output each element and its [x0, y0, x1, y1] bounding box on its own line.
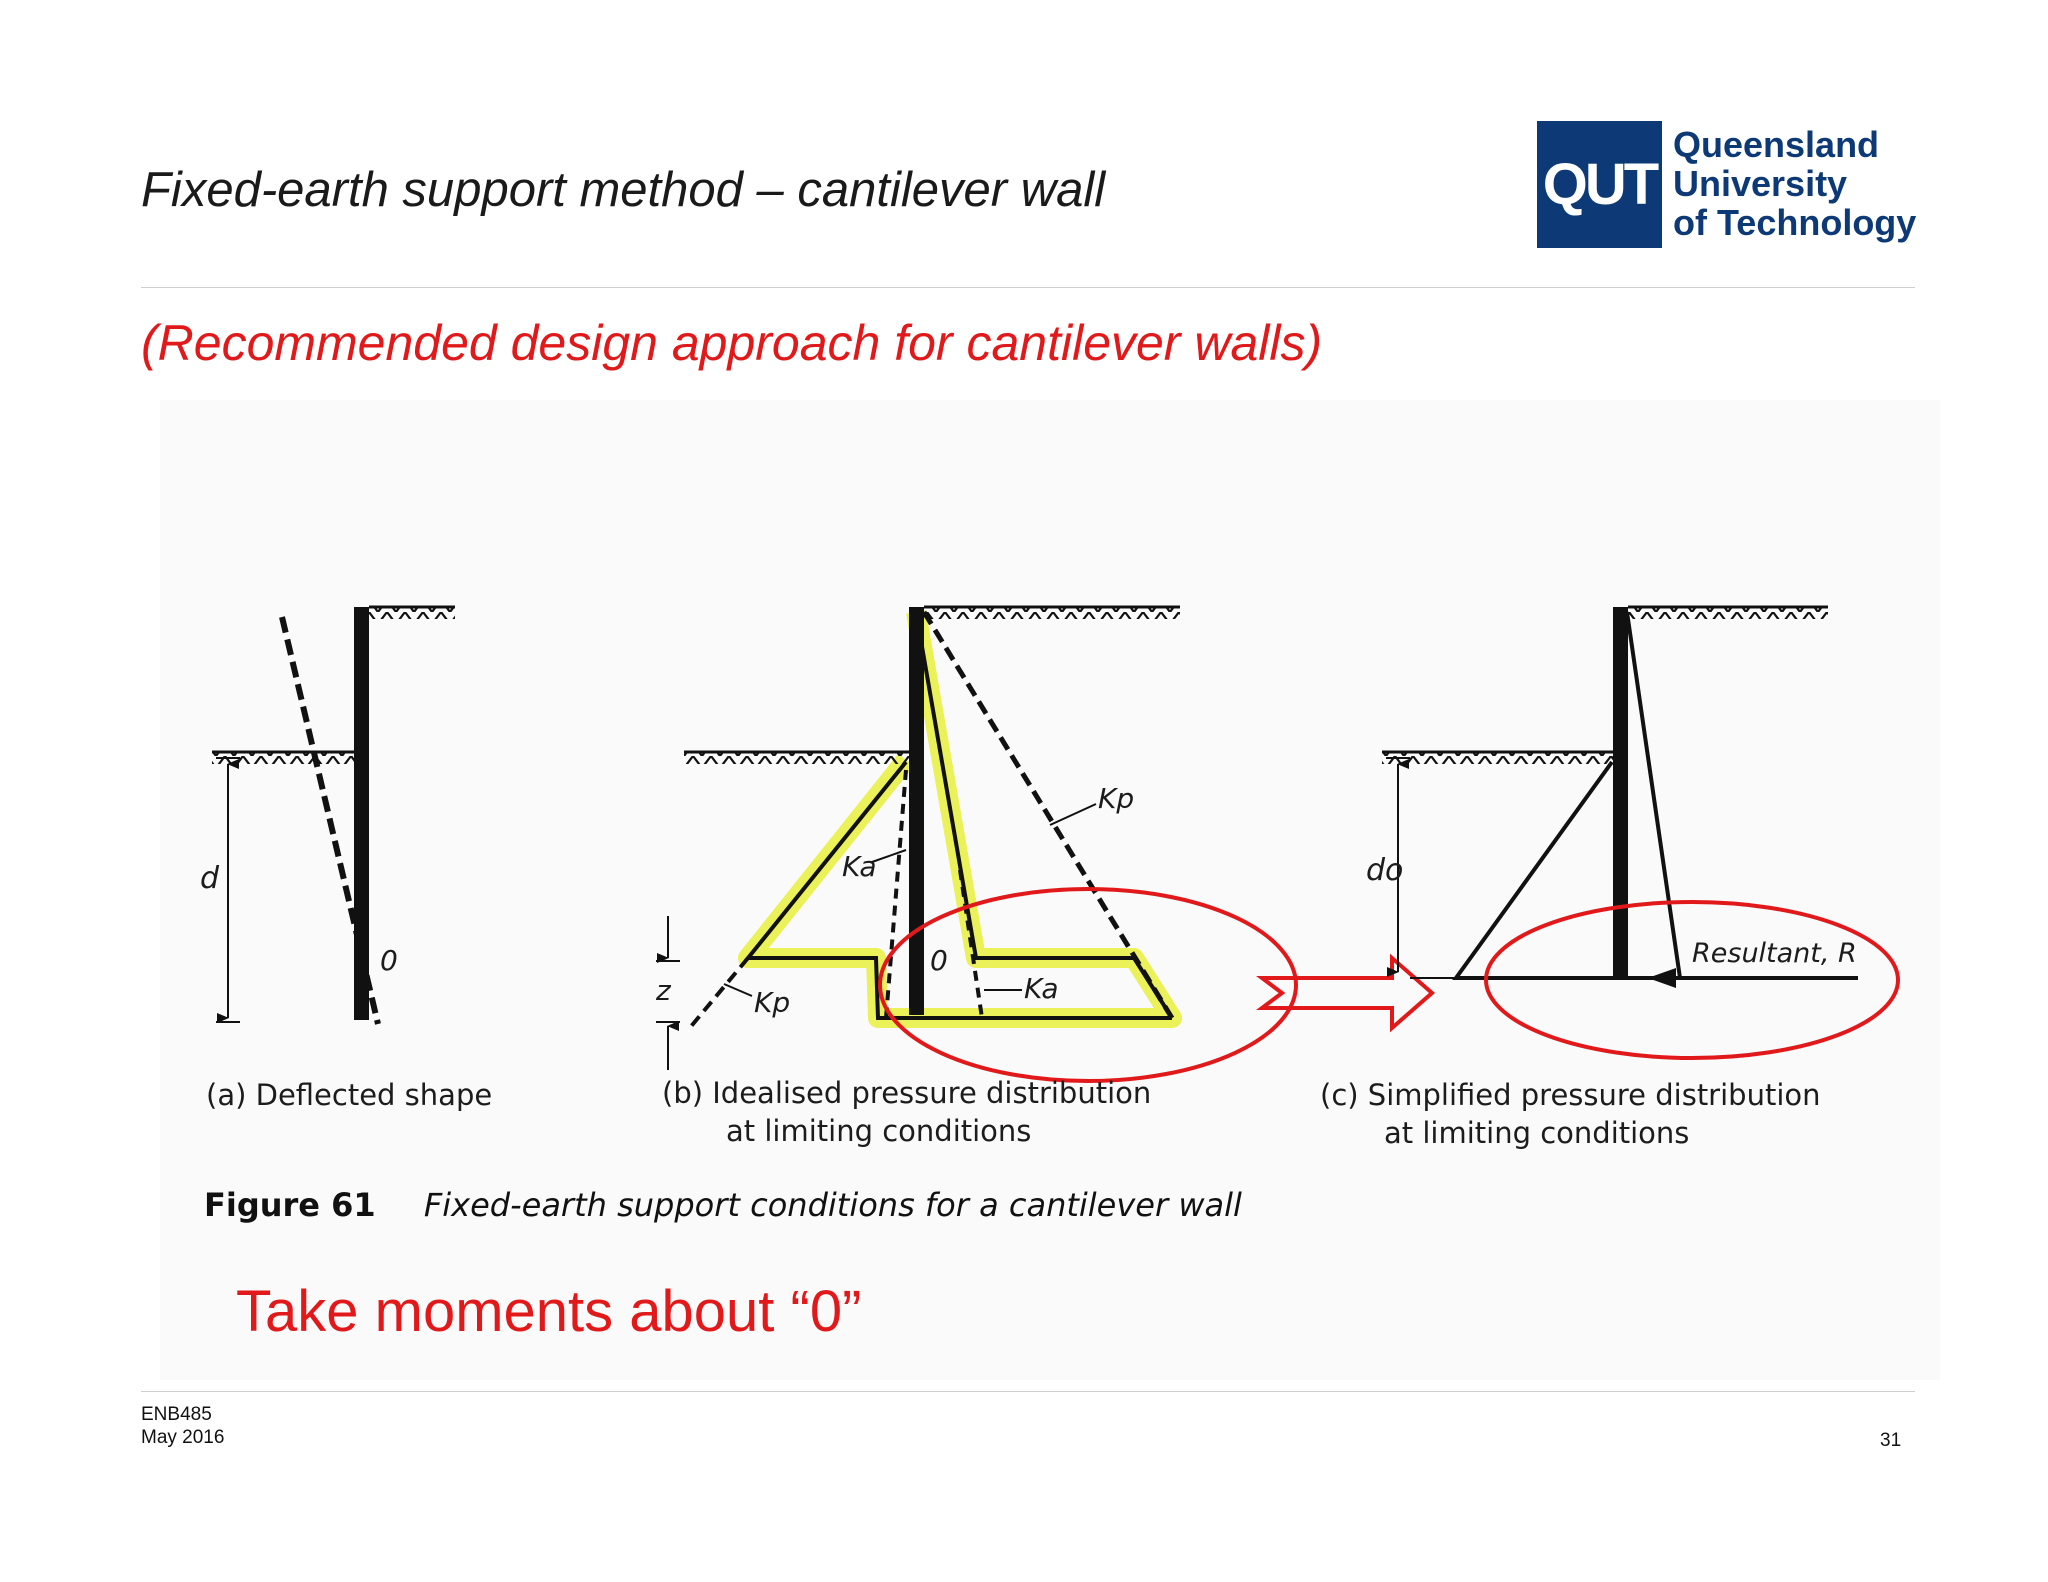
panel-b-kp-left-line	[743, 760, 1172, 1020]
panel-c-red-circle	[1484, 900, 1900, 1060]
panel-b-ka-upper-line	[914, 611, 1134, 960]
qut-logo-wordmark: Queensland University of Technology	[1673, 125, 1916, 242]
panel-b-label-kp-upper: Kp	[1098, 782, 1134, 815]
panel-b-caption-line2: at limiting conditions	[726, 1114, 1032, 1148]
panel-c-right-pressure-line	[1625, 611, 1683, 980]
panel-b-kp-upper-leader	[1049, 803, 1097, 826]
header-divider	[141, 287, 1915, 288]
qut-logo: QUT Queensland University of Technology	[1537, 121, 1937, 249]
panel-b-red-circle	[878, 887, 1298, 1083]
panel-c-wall	[1613, 607, 1628, 979]
panel-b-ground-top-hatch	[924, 607, 1180, 619]
panel-b-caption: (b) Idealised pressure distribution at l…	[662, 1074, 1151, 1150]
slide-subtitle: (Recommended design approach for cantile…	[141, 315, 1323, 371]
panel-b-label-ka-upper: Ka	[842, 850, 877, 883]
take-moments-note: Take moments about “0”	[236, 1279, 862, 1344]
panel-c-left-pressure-line	[1452, 760, 1614, 980]
panel-b-kp-lower-right-base	[1132, 956, 1174, 1020]
panel-b-ka-upper-leader	[871, 849, 907, 863]
panel-c-caption-line1: (c) Simplified pressure distribution	[1320, 1078, 1821, 1112]
panel-b-label-ka-lower: Ka	[1024, 972, 1059, 1005]
logo-line-3: of Technology	[1673, 202, 1917, 243]
logo-line-1: Queensland	[1673, 124, 1880, 165]
logo-line-2: University	[1673, 163, 1848, 204]
panel-b-caption-line1: (b) Idealised pressure distribution	[662, 1076, 1152, 1110]
page-number: 31	[1880, 1430, 1902, 1451]
figure-caption: Figure 61 Fixed-earth support conditions…	[204, 1186, 1242, 1224]
panel-c-ground-top-hatch	[1628, 607, 1828, 619]
panel-b-label-kp-lower: Kp	[754, 986, 790, 1019]
panel-a-caption: (a) Deflected shape	[206, 1076, 492, 1114]
panel-c-simplified-pressure: do Resultant, R	[1366, 605, 1900, 1060]
panel-c-resultant-arrowhead	[1648, 968, 1676, 988]
footer-divider	[141, 1391, 1915, 1392]
panel-a-wall	[354, 607, 369, 1020]
footer-info: ENB485 May 2016	[141, 1403, 224, 1449]
qut-logo-mark: QUT	[1537, 121, 1662, 248]
panel-a-label-o: 0	[380, 944, 398, 977]
panel-a-label-d: d	[200, 861, 220, 896]
panel-b-kp-lower-leader	[723, 983, 753, 997]
panel-c-label-d0: do	[1366, 853, 1403, 888]
slide-title: Fixed-earth support method – cantilever …	[141, 163, 1106, 217]
panel-b-label-z: z	[655, 974, 672, 1007]
panel-b-kp-upper-dashed	[921, 610, 1175, 1020]
panel-c-caption: (c) Simplified pressure distribution at …	[1320, 1076, 1821, 1152]
footer-course-code: ENB485	[141, 1404, 212, 1425]
figure-caption-text: Fixed-earth support conditions for a can…	[423, 1186, 1242, 1224]
panel-c-caption-line2: at limiting conditions	[1384, 1116, 1690, 1150]
panel-a-ground-top-hatch	[369, 607, 455, 619]
panel-c-ground-excavation-hatch	[1382, 752, 1613, 764]
panel-b-ka-dashed-left	[884, 769, 908, 1019]
panel-b-wall	[909, 607, 924, 1015]
panel-a-deflected-shape: d 0	[200, 605, 455, 1025]
panel-b-idealised-pressure: Kp Ka Ka Kp 0 z	[655, 605, 1298, 1083]
panel-b-ground-excavation-hatch	[684, 752, 909, 764]
panel-c-label-resultant: Resultant, R	[1692, 938, 1857, 969]
panel-b-kp-left-dashed-extension	[686, 956, 750, 1032]
panel-a-caption-line1: (a) Deflected shape	[206, 1078, 493, 1112]
red-transition-arrow	[1256, 953, 1436, 1033]
panel-a-deflected-line	[279, 616, 381, 1025]
panel-b-label-o: 0	[930, 944, 948, 977]
footer-date: May 2016	[141, 1427, 225, 1448]
figure-number: Figure 61	[204, 1186, 376, 1224]
panel-b-ka-dashed-right	[958, 869, 984, 1019]
